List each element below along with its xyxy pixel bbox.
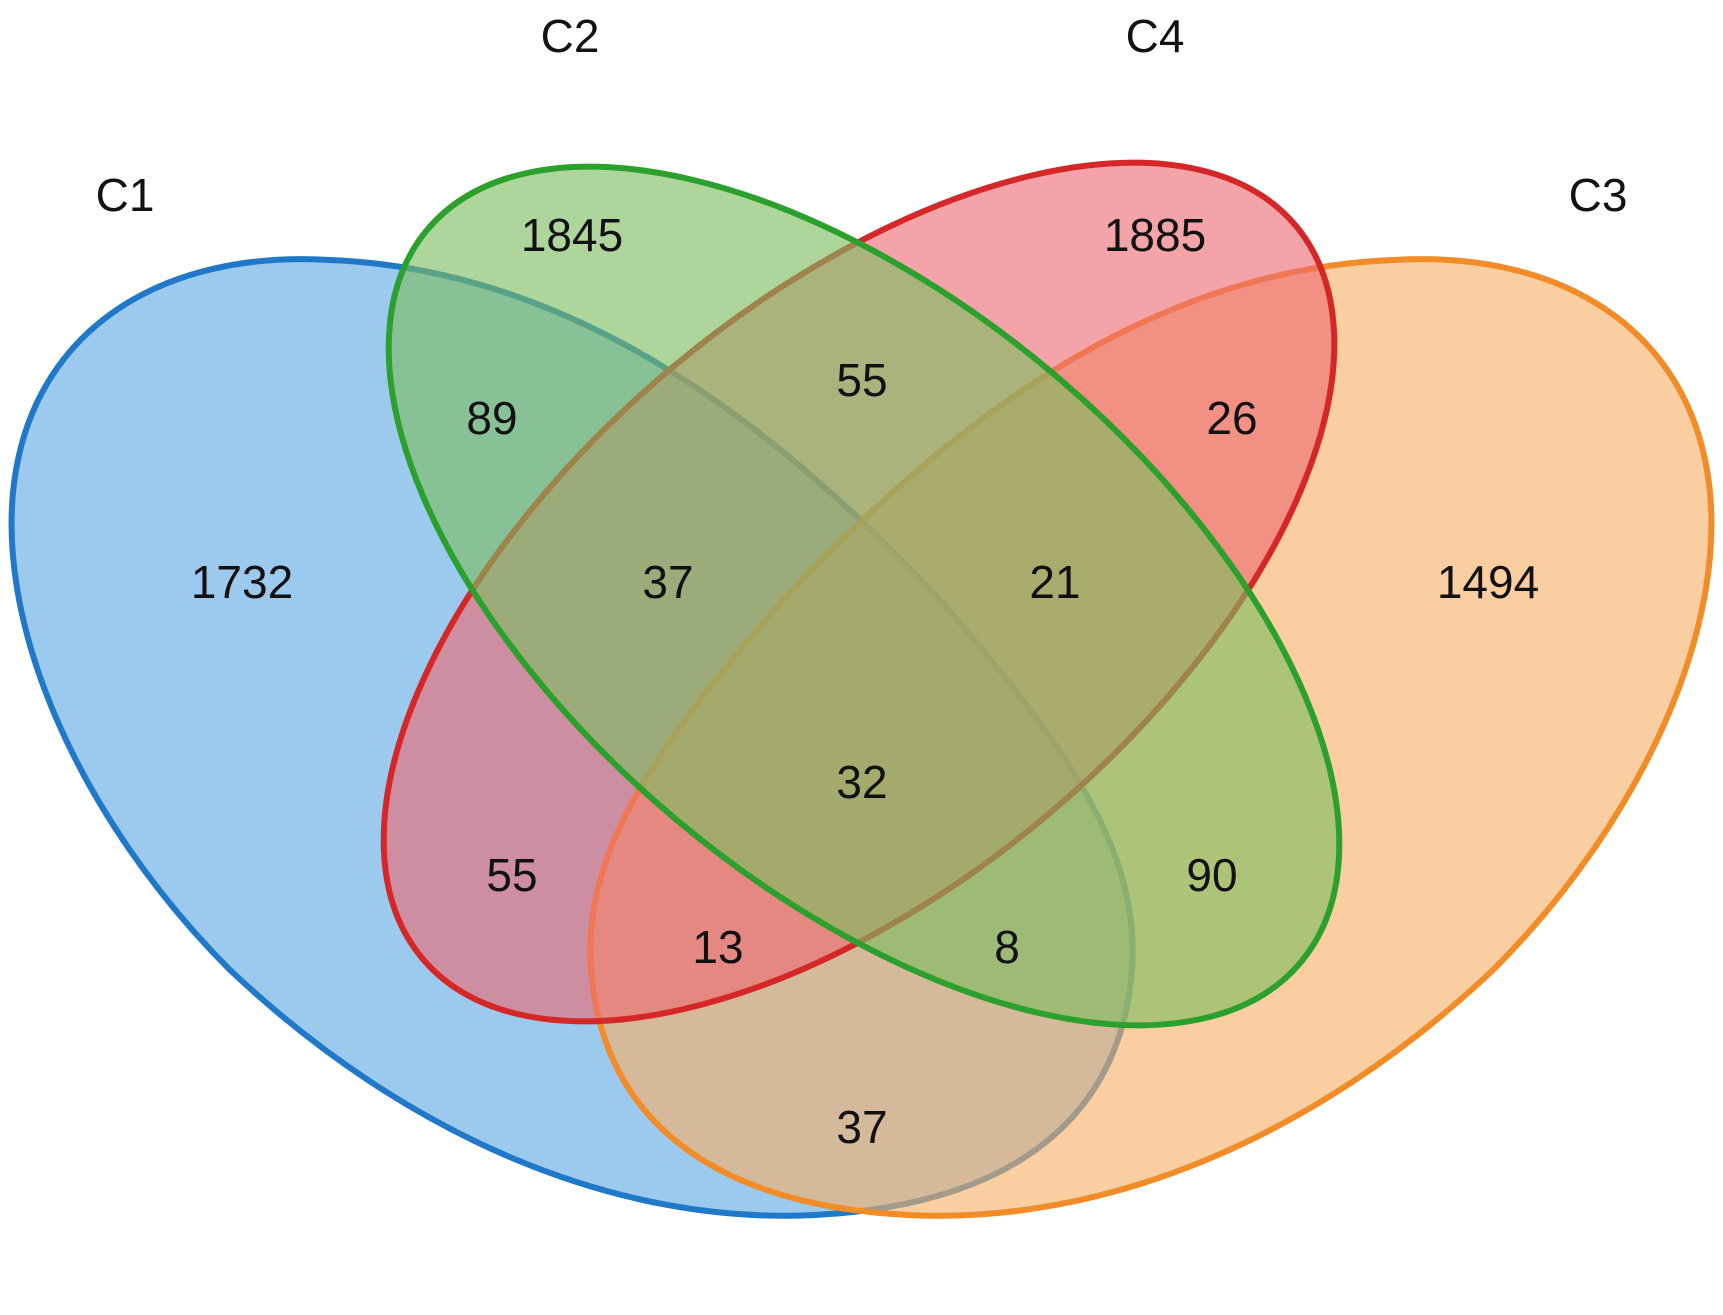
set-label-c1: C1 [96, 169, 155, 221]
region-count-c1-c4-c3: 13 [692, 921, 743, 973]
set-label-c2: C2 [541, 10, 600, 62]
region-count-c2-c3: 90 [1186, 849, 1237, 901]
region-counts: 1732 1845 1885 1494 89 55 26 37 21 32 55… [191, 209, 1539, 1153]
region-count-all: 32 [836, 756, 887, 808]
region-count-c1-only: 1732 [191, 556, 293, 608]
region-count-c3-only: 1494 [1437, 556, 1539, 608]
set-label-c3: C3 [1569, 169, 1628, 221]
region-count-c1-c2-c3: 8 [994, 921, 1020, 973]
set-label-c4: C4 [1126, 10, 1185, 62]
set-shapes [8, 159, 1715, 1219]
set-labels: C1 C2 C4 C3 [96, 10, 1628, 221]
region-count-c4-only: 1885 [1104, 209, 1206, 261]
region-count-c2-c4: 55 [836, 354, 887, 406]
region-count-c4-c3: 26 [1206, 392, 1257, 444]
region-count-c2-only: 1845 [521, 209, 623, 261]
region-count-c1-c3: 37 [836, 1101, 887, 1153]
region-count-c1-c2-c4: 37 [642, 556, 693, 608]
region-count-c1-c2: 89 [466, 392, 517, 444]
region-count-c2-c4-c3: 21 [1029, 556, 1080, 608]
set-c2-shape [385, 163, 1343, 1029]
region-count-c1-c4: 55 [486, 849, 537, 901]
